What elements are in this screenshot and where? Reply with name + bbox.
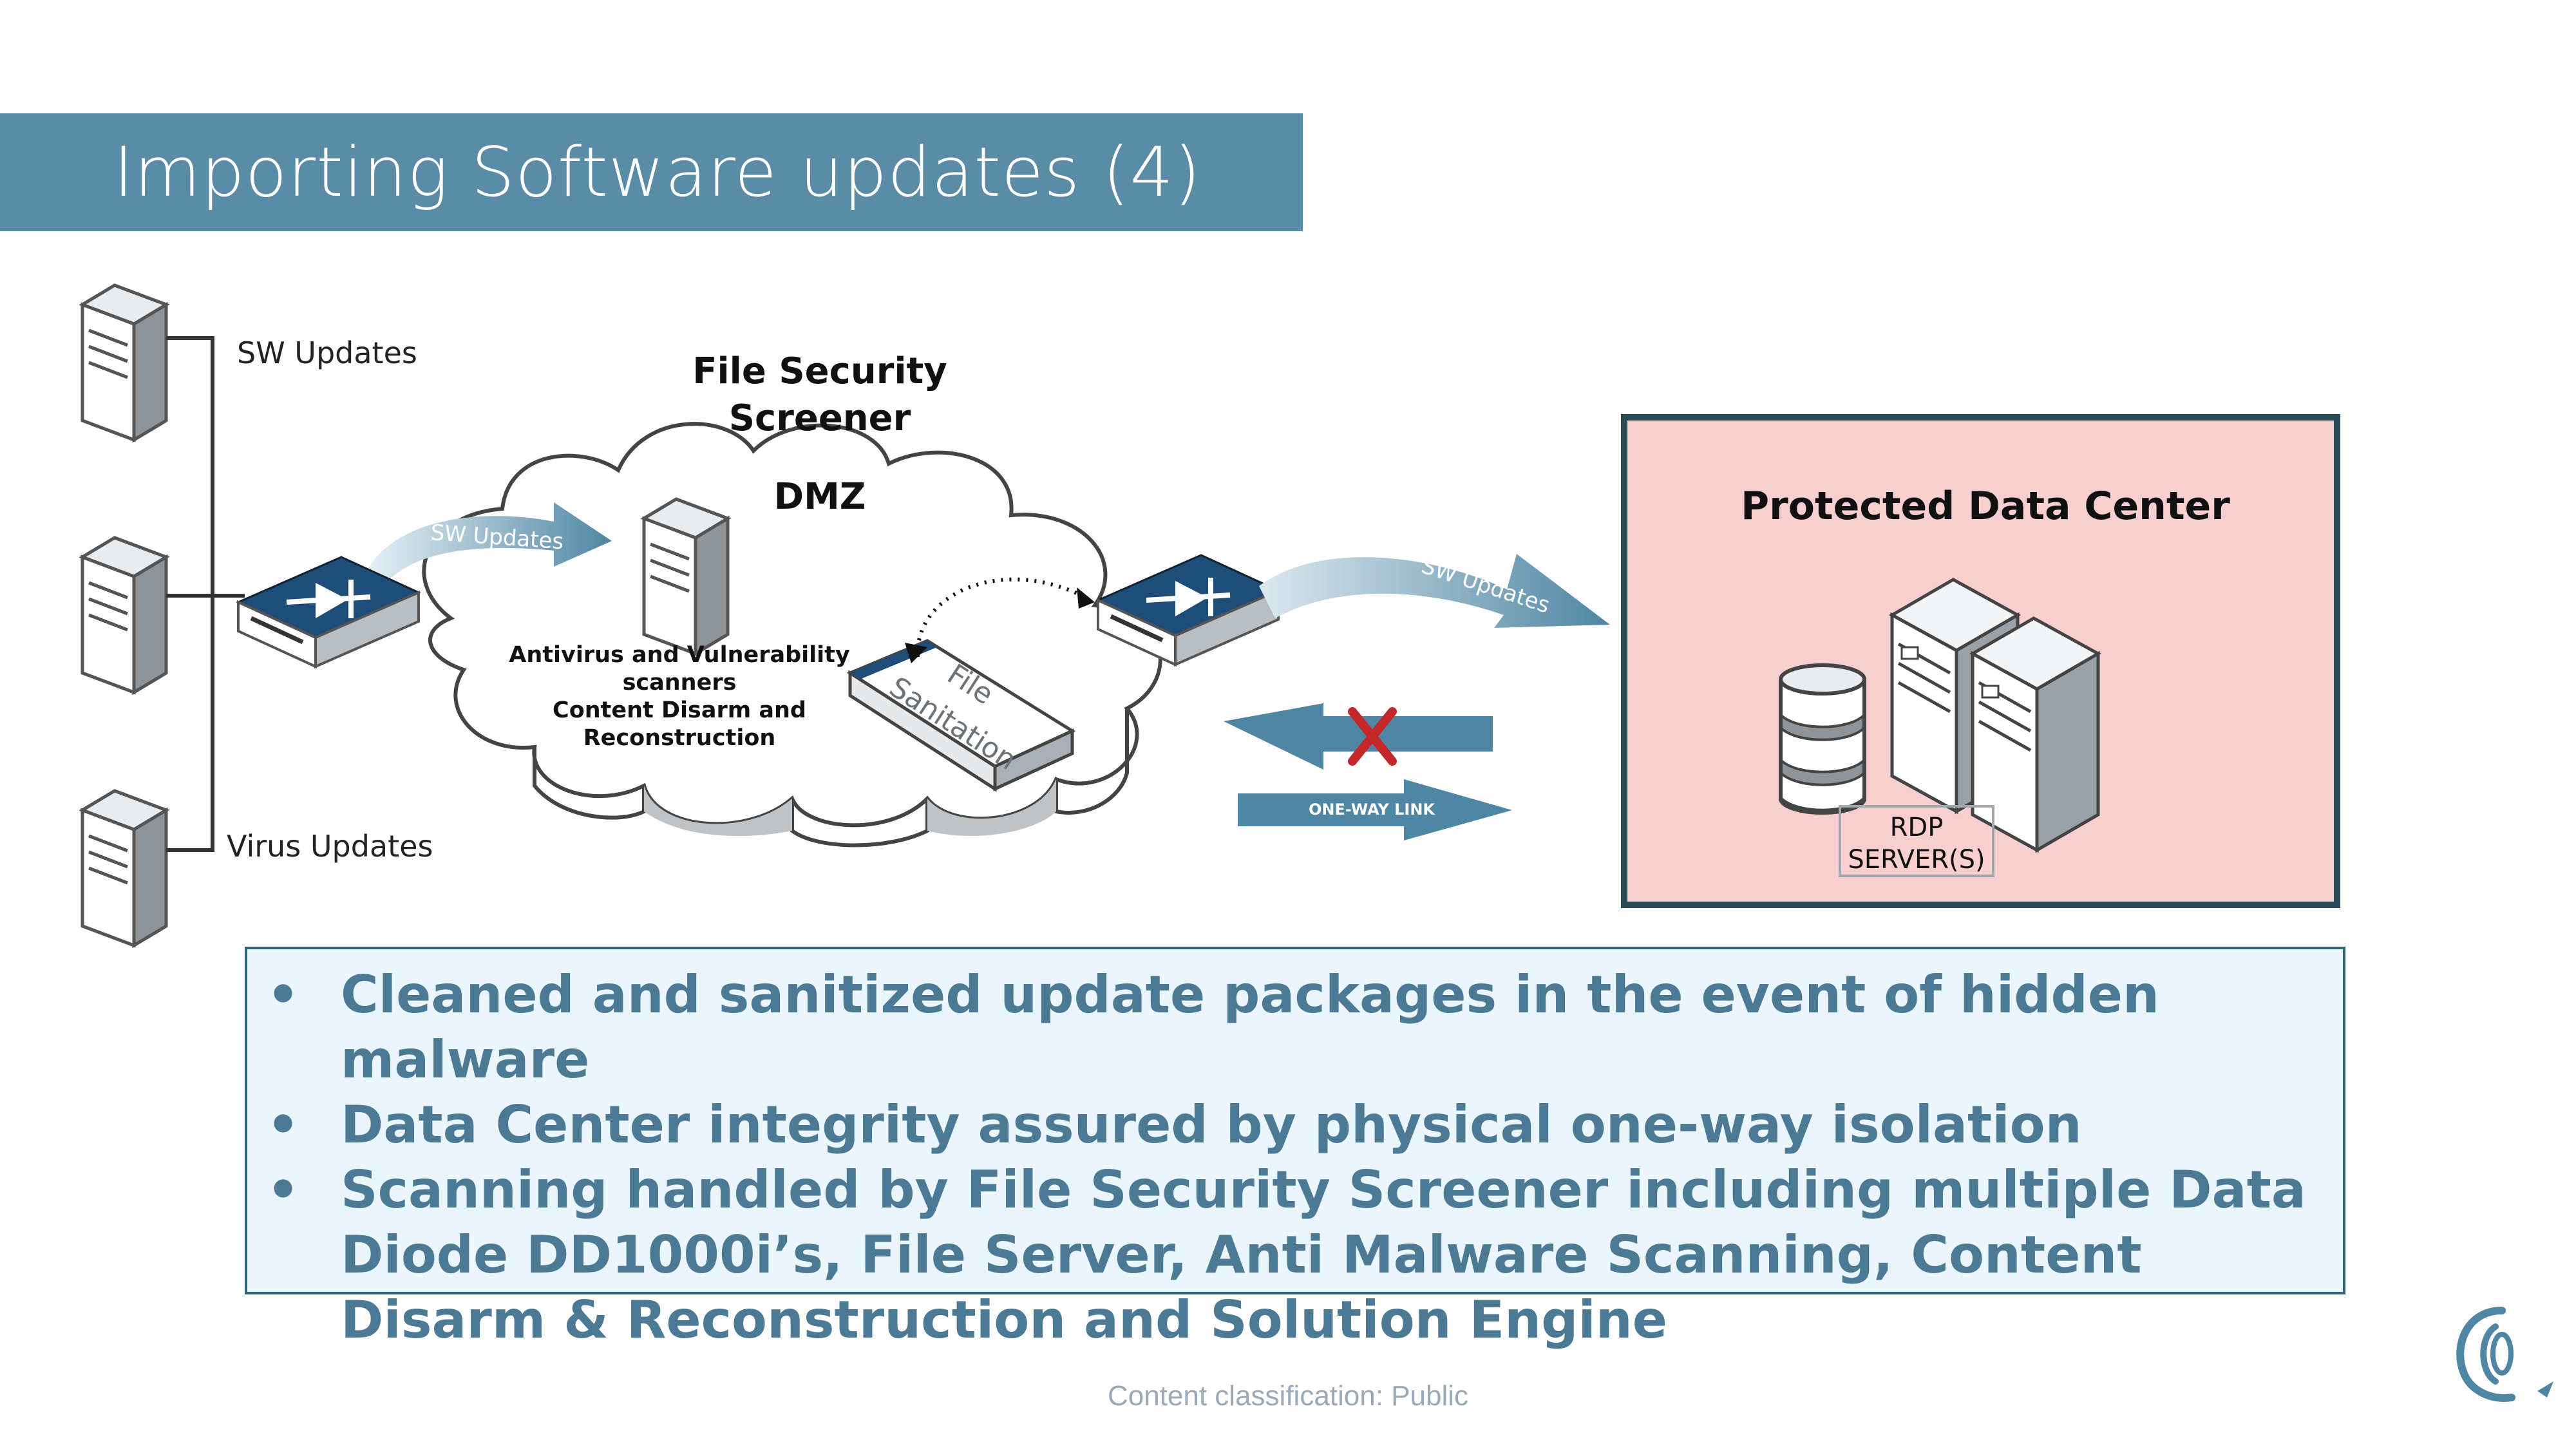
- scanner-line4: Reconstruction: [583, 725, 776, 751]
- database-icon: [1779, 663, 1866, 815]
- key-point-text: Data Center integrity assured by physica…: [341, 1095, 2082, 1155]
- key-point: • Scanning handled by File Security Scree…: [247, 1157, 2343, 1352]
- key-point-text: Scanning handled by File Security Screen…: [341, 1160, 2306, 1350]
- sw-updates-arrow-in: [367, 502, 612, 583]
- rdp-line1: RDP: [1890, 813, 1944, 842]
- one-way-link-arrow: [1238, 779, 1512, 840]
- scanner-line1: Antivirus and Vulnerability: [509, 642, 850, 668]
- bullet-dot-icon: •: [267, 1095, 300, 1155]
- sw-updates-arrow-out: [1259, 554, 1610, 628]
- blocked-return-arrow: [1224, 703, 1493, 770]
- key-points-box: • Cleaned and sanitized update packages i…: [245, 947, 2345, 1350]
- source-server-3: [82, 791, 166, 945]
- key-point: • Cleaned and sanitized update packages i…: [247, 962, 2343, 1092]
- company-logo-icon: [2456, 1307, 2553, 1402]
- source-connectors: [166, 336, 245, 852]
- slide-title: Importing Software updates (4): [113, 133, 1202, 212]
- blocked-x-icon: [1348, 707, 1397, 766]
- key-point: • Data Center integrity assured by physic…: [247, 1092, 2343, 1157]
- dotted-arrowhead-left: [905, 643, 927, 663]
- title-bar: Importing Software updates (4): [0, 113, 1303, 231]
- dotted-arrowhead-right: [1077, 587, 1095, 609]
- sw-updates-label: SW Updates: [237, 336, 417, 370]
- rdp-label-box: [1839, 805, 1994, 877]
- key-points-list: • Cleaned and sanitized update packages i…: [247, 949, 2343, 1352]
- source-server-2: [82, 538, 166, 692]
- protected-data-center-title: Protected Data Center: [1741, 484, 2230, 529]
- bullet-dot-icon: •: [267, 965, 300, 1025]
- scanner-server: [644, 499, 728, 654]
- fss-heading-line1: File Security: [692, 350, 947, 392]
- source-server-1: [82, 285, 166, 440]
- scanner-line2: scanners: [623, 670, 737, 696]
- key-point-text: Cleaned and sanitized update packages in…: [341, 965, 2159, 1090]
- dmz-label: DMZ: [774, 476, 866, 518]
- fss-heading-line2: Screener: [729, 397, 911, 439]
- rdp-line2: SERVER(S): [1848, 845, 1985, 875]
- bullet-dot-icon: •: [267, 1160, 300, 1220]
- virus-updates-label: Virus Updates: [227, 829, 433, 864]
- scanner-line3: Content Disarm and: [553, 697, 806, 723]
- rdp-server-2: [1973, 618, 2098, 850]
- one-way-link-label: ONE-WAY LINK: [1309, 800, 1435, 819]
- content-classification-footer: Content classification: Public: [1107, 1380, 1469, 1412]
